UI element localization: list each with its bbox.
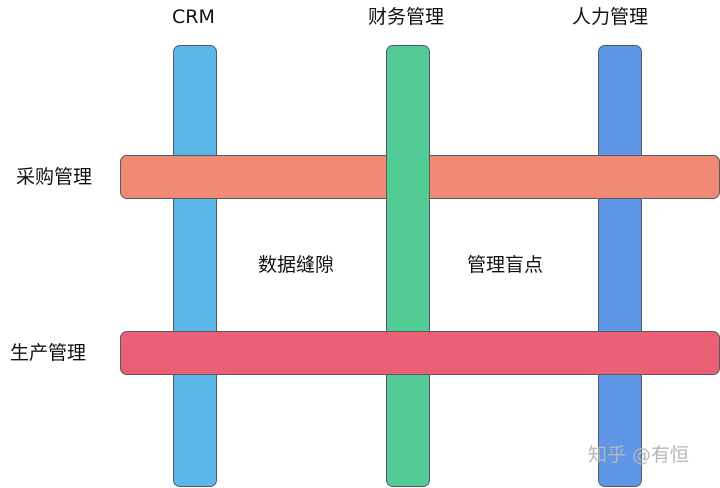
- hr-system-bar: [598, 45, 642, 487]
- management-blindspot-annotation: 管理盲点: [467, 254, 544, 276]
- row-label-production: 生产管理: [10, 342, 87, 364]
- column-label-finance: 财务管理: [368, 6, 445, 28]
- production-process-bar: [120, 331, 720, 375]
- crm-system-bar: [173, 45, 217, 487]
- row-label-procurement: 采购管理: [16, 166, 93, 188]
- data-gap-annotation: 数据缝隙: [258, 254, 335, 276]
- column-label-hr: 人力管理: [572, 6, 649, 28]
- finance-system-bar: [386, 45, 430, 487]
- zhihu-watermark: 知乎 @有恒: [588, 444, 690, 466]
- column-label-crm: CRM: [172, 6, 215, 28]
